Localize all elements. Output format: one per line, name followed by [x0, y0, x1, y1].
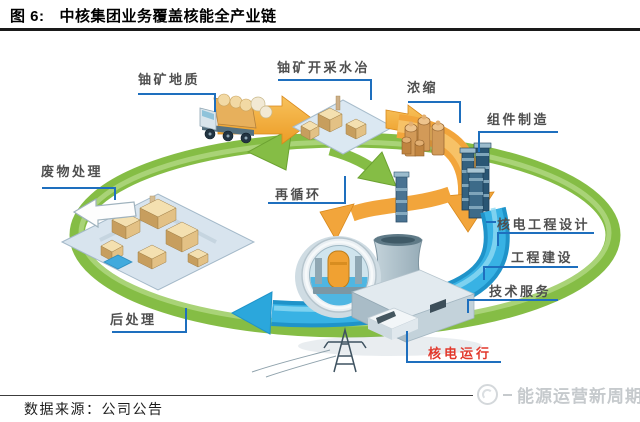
footer-rule	[0, 395, 473, 396]
figure-title-row: 图 6: 中核集团业务覆盖核能全产业链	[10, 5, 277, 26]
figure-title: 中核集团业务覆盖核能全产业链	[59, 8, 277, 25]
green-arrowhead-left	[246, 127, 293, 171]
yellow-arrowhead-into-plant	[319, 203, 355, 241]
connector-recycling	[268, 176, 346, 204]
connector-tech-service	[467, 299, 558, 313]
reactor-vessel	[327, 250, 350, 289]
connector-fuel-fabrication	[478, 131, 558, 152]
label-enrichment: 浓缩	[407, 80, 439, 95]
connector-npp-design	[497, 232, 594, 246]
milling-facility	[291, 95, 395, 155]
watermark: 能源运营新周期	[477, 382, 640, 407]
transmission-tower	[251, 327, 367, 378]
facility-buildings	[100, 198, 209, 270]
label-connectors	[42, 79, 594, 363]
yellow-flow-arrows	[199, 93, 495, 241]
watermark-dash	[503, 393, 512, 396]
label-uranium-mining: 铀矿开采水冶	[277, 60, 371, 75]
watermark-text: 能源运营新周期	[517, 387, 640, 406]
label-npp-operation: 核电运行	[428, 346, 493, 361]
label-npp-design: 核电工程设计	[497, 217, 591, 232]
facility-pool	[103, 254, 133, 270]
teal-arrowhead	[230, 291, 273, 335]
label-waste-treatment: 废物处理	[41, 164, 104, 179]
waste-disposal-arrow	[72, 197, 137, 229]
connector-npp-operation	[406, 331, 501, 363]
fuel-assembly-single	[393, 171, 410, 223]
connector-reprocessing	[112, 308, 187, 333]
nuclear-power-plant	[251, 234, 476, 378]
figure-number: 图 6:	[10, 8, 45, 25]
connector-uranium-mining	[278, 79, 372, 100]
label-uranium-geology: 铀矿地质	[138, 72, 201, 87]
connector-uranium-geology	[138, 93, 216, 112]
ore-lump	[250, 96, 266, 112]
title-rule	[0, 28, 640, 31]
enrichment-cylinders	[401, 114, 445, 157]
label-construction: 工程建设	[511, 250, 574, 265]
connector-enrichment	[408, 101, 461, 123]
label-recycling: 再循环	[275, 187, 322, 202]
green-arrowhead-recycle	[357, 151, 397, 187]
ore-lump	[259, 105, 273, 119]
turbine-hall	[350, 269, 476, 343]
label-fuel-fabrication: 组件制造	[487, 112, 550, 127]
watermark-logo-icon	[477, 384, 498, 405]
connector-waste-treatment	[42, 187, 116, 200]
connector-construction	[483, 266, 578, 280]
fuel-assembly-towers	[459, 142, 492, 219]
label-reprocessing: 后处理	[110, 312, 157, 327]
label-tech-service: 技术服务	[489, 284, 552, 299]
mining-truck	[199, 93, 257, 144]
data-source: 数据来源：公司公告	[24, 403, 164, 418]
waste-facility	[60, 193, 256, 291]
